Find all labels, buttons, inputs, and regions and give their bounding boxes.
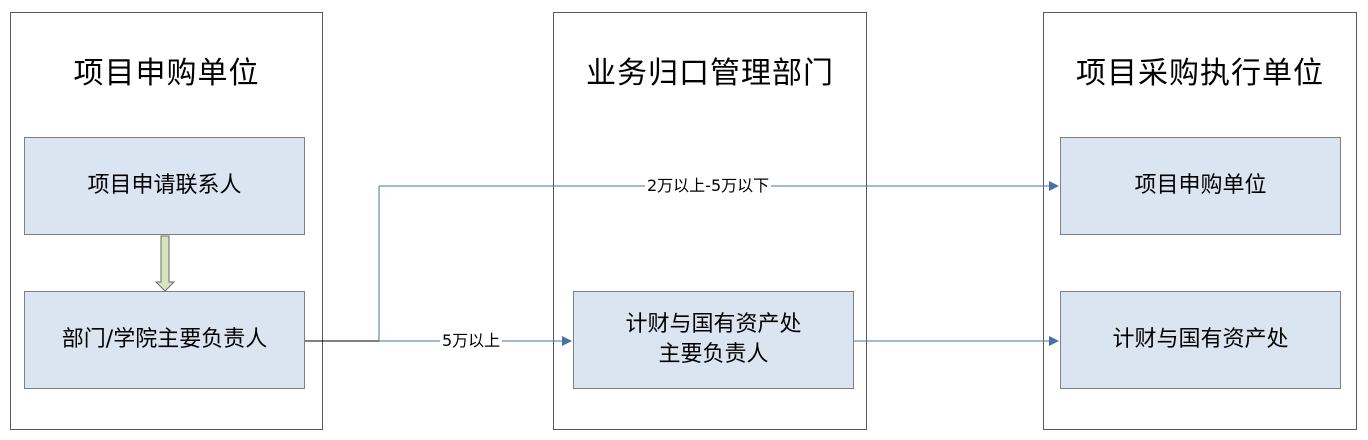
node-finance-head-line2: 主要负责人 bbox=[658, 342, 769, 367]
node-finance-head: 计财与国有资产处 主要负责人 bbox=[573, 291, 854, 389]
edge-label-mid-range: 2万以上-5万以下 bbox=[645, 176, 772, 196]
node-exec-applicant-label: 项目申购单位 bbox=[1134, 173, 1267, 198]
edge-label-high-range: 5万以上 bbox=[440, 331, 503, 351]
node-exec-finance-label: 计财与国有资产处 bbox=[1112, 327, 1289, 352]
node-contact-label: 项目申请联系人 bbox=[87, 173, 242, 198]
lane-management-title: 业务归口管理部门 bbox=[586, 56, 834, 91]
node-finance-head-line1: 计财与国有资产处 bbox=[625, 312, 802, 337]
node-head: 部门/学院主要负责人 bbox=[24, 291, 305, 389]
node-head-label: 部门/学院主要负责人 bbox=[61, 327, 268, 352]
node-exec-applicant: 项目申购单位 bbox=[1060, 137, 1341, 235]
lane-executor-title: 项目采购执行单位 bbox=[1076, 56, 1324, 91]
node-exec-finance: 计财与国有资产处 bbox=[1060, 291, 1341, 389]
lane-applicant-title: 项目申购单位 bbox=[73, 56, 260, 91]
node-contact: 项目申请联系人 bbox=[24, 137, 305, 235]
